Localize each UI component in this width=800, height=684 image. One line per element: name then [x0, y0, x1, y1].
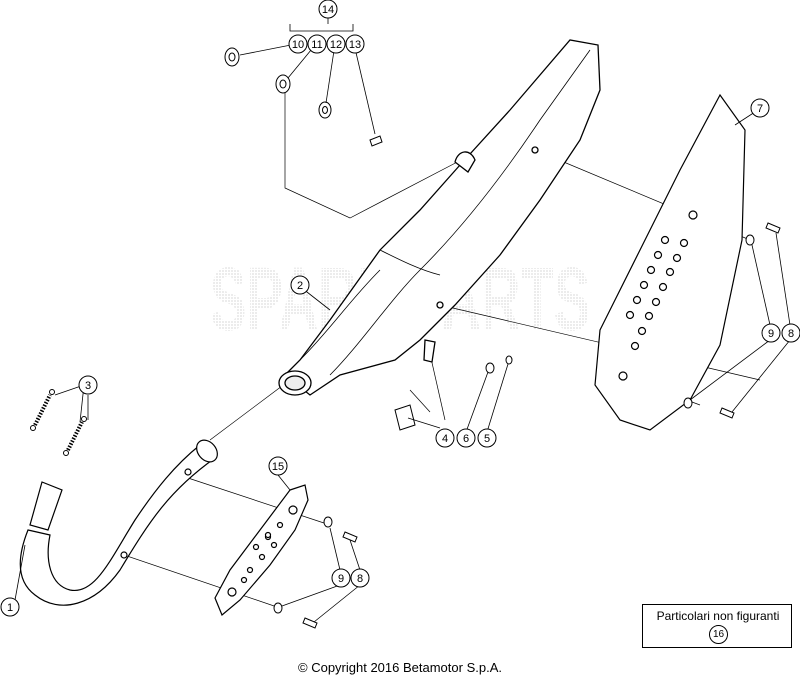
- svg-text:7: 7: [757, 103, 763, 115]
- muffler: [278, 39, 601, 396]
- callout-13: 13: [345, 34, 365, 54]
- legend-label: Particolari non figuranti: [656, 609, 780, 623]
- svg-text:15: 15: [272, 461, 284, 473]
- callout-3: 3: [78, 375, 98, 395]
- callout-5: 5: [477, 428, 497, 448]
- svg-text:10: 10: [292, 39, 304, 51]
- legend-number: 16: [709, 625, 728, 644]
- svg-text:5: 5: [484, 433, 490, 445]
- header-heat-shield: [214, 484, 309, 616]
- svg-text:2: 2: [297, 280, 303, 292]
- callout-15: 15: [268, 456, 288, 476]
- copyright: © Copyright 2016 Betamotor S.p.A.: [298, 660, 502, 675]
- svg-text:3: 3: [85, 380, 91, 392]
- callout-7: 7: [750, 98, 770, 118]
- svg-text:13: 13: [349, 39, 361, 51]
- legend-box: Particolari non figuranti 16: [642, 604, 792, 648]
- callout-9-shield: 9: [761, 323, 781, 343]
- callouts: 14 10 11 12 13 2 3 1 7 4 6 5 9 8 15 9 8: [0, 0, 800, 617]
- callout-11: 11: [307, 34, 327, 54]
- svg-text:9: 9: [768, 328, 774, 340]
- svg-text:14: 14: [322, 4, 334, 16]
- svg-text:1: 1: [7, 602, 13, 614]
- heat-shield-holes: [625, 235, 689, 351]
- svg-text:9: 9: [338, 573, 344, 585]
- svg-text:11: 11: [311, 39, 322, 51]
- svg-text:6: 6: [463, 433, 469, 445]
- svg-text:4: 4: [442, 433, 448, 445]
- callout-1: 1: [0, 597, 20, 617]
- callout-8-header: 8: [350, 568, 370, 588]
- callout-8-shield: 8: [781, 323, 800, 343]
- callout-12: 12: [326, 34, 346, 54]
- callout-4: 4: [435, 428, 455, 448]
- callout-9-header: 9: [331, 568, 351, 588]
- svg-text:8: 8: [357, 573, 363, 585]
- callout-10: 10: [288, 34, 308, 54]
- svg-text:12: 12: [330, 39, 342, 51]
- hardware: [224, 47, 781, 629]
- callout-6: 6: [456, 428, 476, 448]
- callout-14: 14: [318, 0, 338, 19]
- heat-shield: [594, 93, 746, 431]
- svg-text:8: 8: [788, 328, 794, 340]
- header-pipe: [19, 439, 218, 606]
- springs: [30, 389, 87, 456]
- callout-2: 2: [290, 275, 310, 295]
